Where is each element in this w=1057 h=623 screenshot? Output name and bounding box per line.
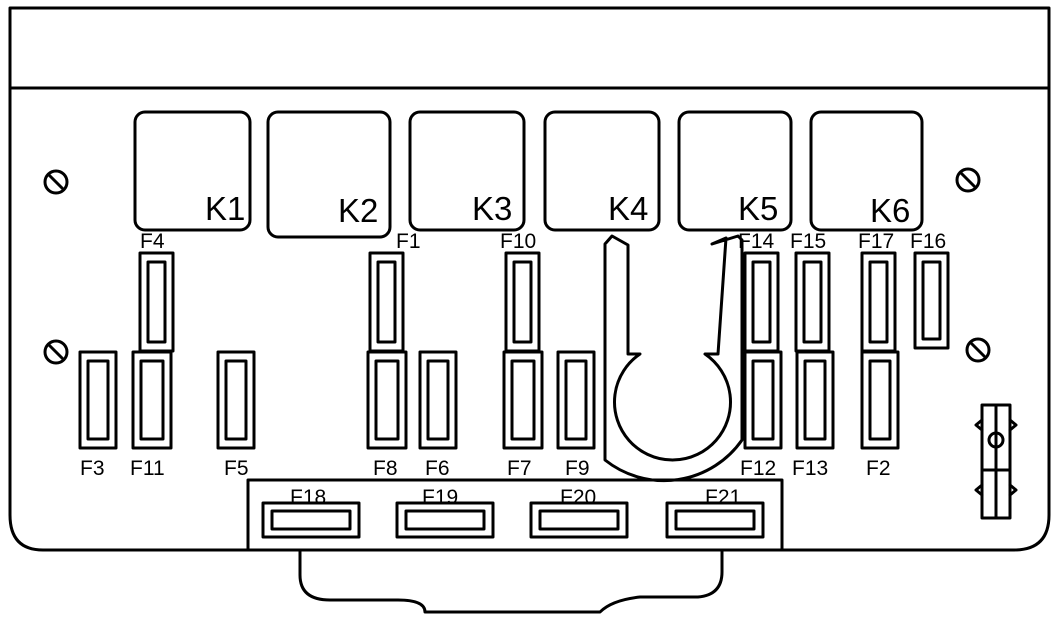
relay-label: K3 [472, 190, 512, 227]
fuse-f20: F20 [529, 486, 629, 539]
screw-icon [965, 337, 991, 363]
fuse-f11: F11 [130, 350, 173, 480]
fuse-f17: F17 [858, 230, 897, 353]
fuse-f21: F21 [665, 486, 765, 539]
fuse-f19: F19 [395, 486, 495, 539]
fuse-f2: F2 [860, 350, 900, 480]
relay-k6: K6 [809, 110, 924, 232]
relay-label: K6 [870, 192, 910, 229]
fuse-label: F20 [560, 486, 596, 509]
relay-label: K4 [608, 190, 648, 227]
fuse-label: F2 [866, 457, 891, 480]
fuse-puller-tool-icon [974, 403, 1018, 520]
fuse-f8: F8 [366, 350, 408, 480]
fuse-f3: F3 [78, 350, 118, 480]
fuse-label: F16 [910, 230, 946, 253]
relay-k5: K5 [677, 110, 793, 232]
fuse-f10: F10 [500, 230, 541, 353]
fuse-label: F4 [140, 230, 165, 253]
fuse-label: F14 [738, 230, 775, 253]
relay-label: K5 [738, 190, 778, 227]
fuse-f14: F14 [738, 230, 780, 353]
fuse-label: F21 [705, 486, 741, 509]
fuse-label: F10 [500, 230, 536, 253]
fuse-f15: F15 [790, 230, 831, 353]
fuse-label: F6 [425, 457, 450, 480]
fuse-label: F8 [373, 457, 398, 480]
fuse-label: F12 [740, 457, 776, 480]
fuse-label: F13 [792, 457, 828, 480]
screw-icon [43, 169, 69, 195]
relay-label: K2 [338, 192, 378, 229]
fuse-label: F3 [80, 457, 105, 480]
fuse-f4: F4 [138, 230, 175, 353]
fuse-label: F11 [130, 457, 165, 480]
fuse-f18: F18 [261, 486, 361, 539]
fuse-f12: F12 [740, 350, 783, 480]
fuse-label: F9 [565, 457, 590, 480]
relay-k2: K2 [266, 110, 392, 239]
fuse-label: F17 [858, 230, 894, 253]
fuse-f13: F13 [792, 350, 835, 480]
fuse-f16: F16 [910, 230, 950, 350]
fuse-label: F18 [290, 486, 326, 509]
relay-label: K1 [205, 190, 245, 227]
fuse-f6: F6 [418, 350, 458, 480]
fuse-label: F7 [507, 457, 532, 480]
fuse-f7: F7 [502, 350, 544, 480]
fuse-box-housing [8, 6, 1051, 614]
fuse-f5: F5 [216, 350, 256, 480]
fuse-label: F5 [224, 457, 249, 480]
fuse-label: F19 [422, 486, 458, 509]
fuse-label: F15 [790, 230, 826, 253]
screw-icon [955, 167, 981, 193]
screw-icon [43, 339, 69, 365]
housing-bottom-tab [298, 548, 724, 614]
fuse-puller-clip [603, 234, 744, 483]
relay-k1: K1 [133, 110, 252, 232]
fuse-f1: F1 [368, 230, 421, 353]
relay-k4: K4 [543, 110, 661, 232]
relay-k3: K3 [408, 110, 526, 232]
fuse-label: F1 [396, 230, 421, 253]
bottom-fuse-block [246, 478, 784, 552]
fuse-f9: F9 [556, 350, 596, 480]
